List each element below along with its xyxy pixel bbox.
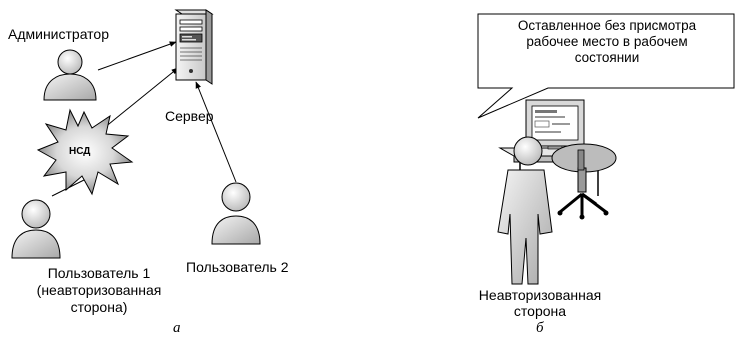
attack-to-server-arrow bbox=[103, 67, 179, 129]
callout-bubble bbox=[477, 13, 735, 119]
unauthorized-label-line2: сторона bbox=[513, 303, 567, 319]
user2-person-icon bbox=[211, 182, 261, 245]
user1-person-icon bbox=[11, 199, 61, 259]
user1-label-line1: Пользователь 1 bbox=[47, 265, 151, 281]
server-label: Сервер bbox=[165, 108, 214, 124]
callout-line3: состоянии bbox=[574, 50, 640, 65]
user1-label-line3: сторона) bbox=[70, 299, 128, 315]
user2-to-server-arrow bbox=[195, 81, 237, 183]
attack-label: НСД bbox=[69, 146, 91, 157]
administrator-person-icon bbox=[43, 49, 97, 101]
unauthorized-person-icon bbox=[497, 136, 553, 285]
caption-b: б bbox=[536, 320, 544, 336]
computer-monitor-icon bbox=[525, 99, 585, 150]
caption-a: а bbox=[173, 320, 181, 336]
admin-to-server-arrow bbox=[97, 41, 177, 71]
server-icon bbox=[174, 9, 214, 85]
callout-line1: Оставленное без присмотра bbox=[517, 18, 697, 33]
user1-label-line2: (неавторизованная bbox=[36, 282, 162, 298]
unauthorized-label-line1: Неавторизованная bbox=[478, 287, 602, 303]
callout-line2: рабочее место в рабочем bbox=[526, 34, 688, 49]
office-chair-icon bbox=[551, 143, 617, 220]
user2-label: Пользователь 2 bbox=[186, 259, 289, 275]
callout-text: Оставленное без присмотра рабочее место … bbox=[482, 18, 732, 66]
attack-burst-icon bbox=[36, 108, 134, 196]
administrator-label: Администратор bbox=[8, 26, 110, 42]
